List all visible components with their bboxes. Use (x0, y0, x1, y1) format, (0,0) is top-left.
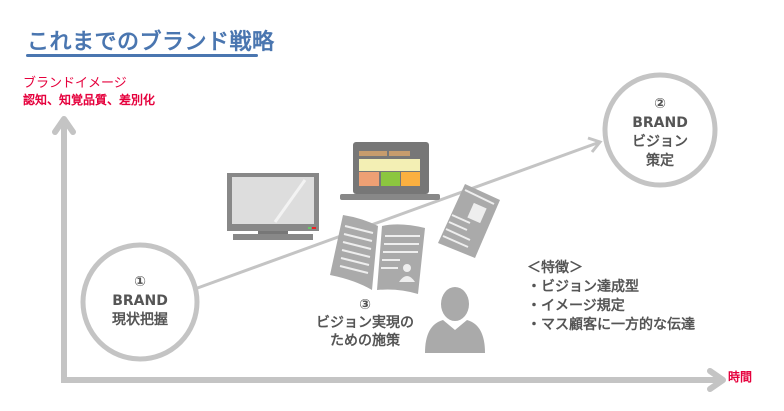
stage3-text: ③ ビジョン実現の ための施策 (295, 296, 435, 350)
progress-arrow (191, 136, 603, 292)
stage3-number: ③ (359, 297, 371, 313)
stage2-brand: BRAND (632, 115, 688, 131)
page-title: これまでのブランド戦略 (27, 30, 275, 55)
stage1-text: ① BRAND 現状把握 (90, 273, 190, 330)
newspaper-icon (438, 184, 500, 258)
magazine-icon (330, 215, 425, 294)
stage1-brand: BRAND (112, 293, 168, 309)
feature-item: ・マス顧客に一方的な伝達 (527, 317, 695, 333)
features-list: ＜特徴＞ ・ビジョン達成型 ・イメージ規定 ・マス顧客に一方的な伝達 (527, 259, 695, 335)
stage3-line1: ビジョン実現の (316, 315, 414, 331)
features-heading: ＜特徴＞ (527, 260, 583, 276)
y-axis-sublabel: 認知、知覚品質、差別化 (23, 93, 156, 107)
stage2-text: ② BRAND ビジョン 策定 (610, 95, 710, 171)
stage1-number: ① (134, 274, 146, 290)
stage1-label: 現状把握 (112, 312, 168, 328)
feature-item: ・イメージ規定 (527, 298, 625, 314)
y-axis (52, 116, 76, 383)
tv-icon (227, 173, 319, 240)
stage2-line2: 策定 (646, 153, 674, 169)
stage1-circle (80, 242, 200, 362)
feature-item: ・ビジョン達成型 (527, 279, 639, 295)
x-axis (61, 368, 726, 392)
stage3-line2: ための施策 (330, 333, 400, 349)
stage2-number: ② (654, 96, 666, 112)
stage2-circle (602, 72, 718, 188)
title-underline (26, 54, 258, 57)
stage2-line1: ビジョン (632, 134, 688, 150)
x-axis-label: 時間 (728, 370, 753, 384)
y-axis-label: ブランドイメージ (23, 76, 127, 91)
person-icon (425, 287, 485, 353)
laptop-icon (340, 142, 440, 200)
